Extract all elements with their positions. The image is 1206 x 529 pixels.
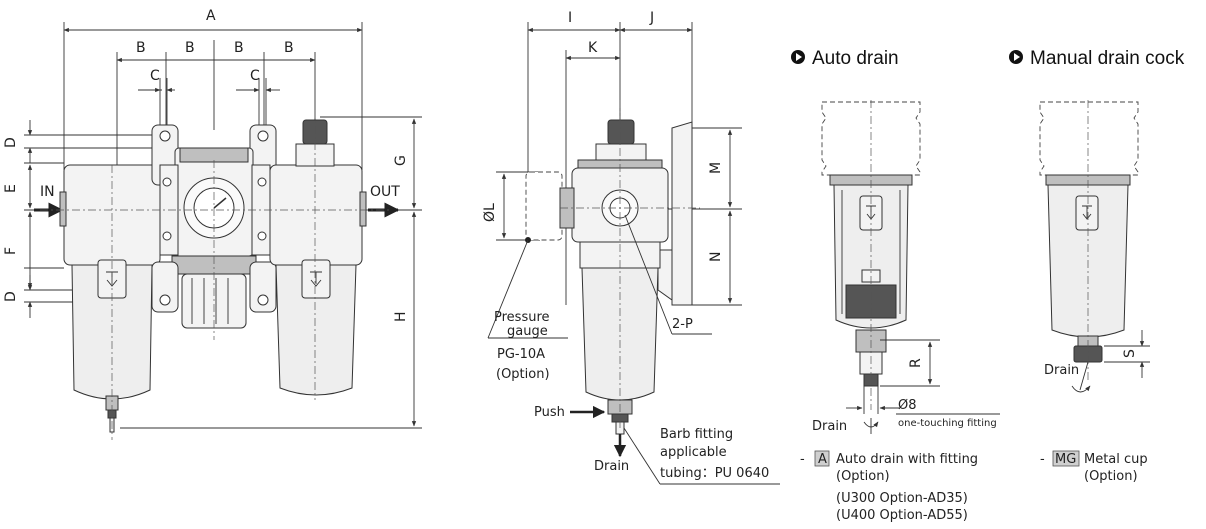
dim-E: E (3, 184, 19, 193)
auto-drain-desc-2: (Option) (836, 469, 890, 484)
auto-drain-badge: A (818, 452, 827, 467)
gauge-label-1: Pressure (494, 310, 550, 325)
front-view: A B B B B C C (3, 8, 422, 440)
dim-I: I (568, 10, 572, 26)
dim-D-top: D (3, 137, 19, 148)
manual-drain-view: Manual drain cock S Drain - MG Metal cup… (1009, 48, 1185, 484)
dim-S: S (1122, 349, 1138, 358)
drain-label: Drain (594, 459, 629, 474)
manual-drain-title: Manual drain cock (1030, 48, 1185, 69)
auto-drain-desc-3: (U300 Option-AD35) (836, 491, 968, 506)
auto-drain-drain-label: Drain (812, 419, 847, 434)
dim-L: ØL (482, 203, 498, 222)
port-label: 2-P (672, 317, 693, 332)
dim-N: N (708, 252, 724, 262)
manual-drain-drain-label: Drain (1044, 363, 1079, 378)
side-view: I J K M N ØL (482, 10, 780, 485)
out-label: OUT (370, 184, 400, 200)
dim-R: R (908, 358, 924, 368)
dim-F: F (3, 247, 19, 255)
dim-M: M (708, 162, 724, 174)
manual-drain-desc-1: Metal cup (1084, 452, 1148, 467)
auto-drain-title: Auto drain (812, 48, 899, 69)
dim-G: G (393, 155, 409, 166)
auto-drain-dash: - (800, 452, 805, 467)
dim-B-1: B (136, 40, 146, 56)
fitting-note: one-touching fitting (898, 418, 997, 429)
barb-label-1: Barb fitting (660, 427, 733, 442)
auto-drain-desc-4: (U400 Option-AD55) (836, 508, 968, 523)
barb-label-2: applicable (660, 445, 727, 460)
auto-drain-view: Auto drain R Ø8 one-touching fitting Dra… (791, 48, 1000, 523)
dim-H: H (393, 311, 409, 322)
manual-drain-dash: - (1040, 452, 1045, 467)
push-label: Push (534, 405, 565, 420)
dim-C-2: C (250, 68, 260, 84)
dim-B-2: B (185, 40, 195, 56)
gauge-label-4: (Option) (496, 367, 550, 382)
dim-K: K (588, 40, 598, 56)
manual-drain-badge: MG (1055, 452, 1076, 467)
dim-J: J (649, 10, 654, 26)
dim-C-1: C (150, 68, 160, 84)
gauge-label-2: gauge (507, 324, 548, 339)
dim-dia: Ø8 (898, 398, 917, 413)
dim-A: A (206, 8, 216, 24)
barb-label-3: tubing：PU 0640 (660, 466, 769, 481)
gauge-label-3: PG-10A (497, 347, 545, 362)
dim-B-4: B (284, 40, 294, 56)
manual-drain-desc-2: (Option) (1084, 469, 1138, 484)
in-label: IN (40, 184, 55, 200)
dim-B-3: B (234, 40, 244, 56)
auto-drain-desc-1: Auto drain with fitting (836, 452, 978, 467)
dim-D-bottom: D (3, 291, 19, 302)
